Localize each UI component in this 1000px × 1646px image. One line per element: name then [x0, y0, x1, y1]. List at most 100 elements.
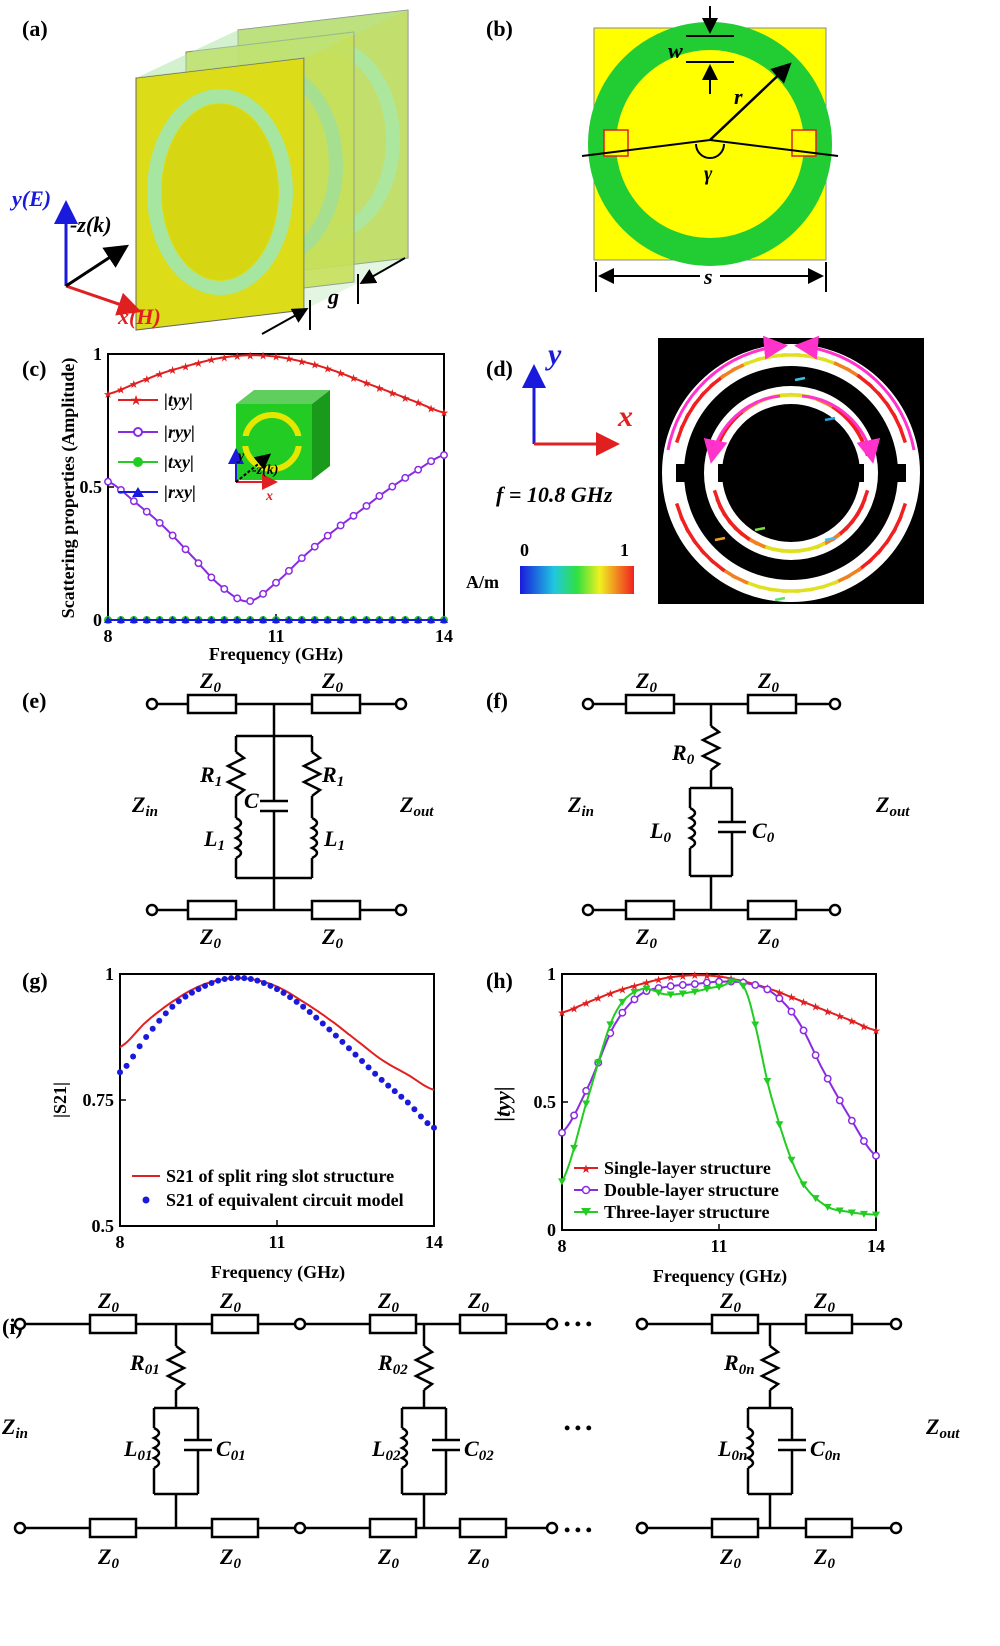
- series-point: [326, 1026, 333, 1033]
- series-point: [319, 1020, 326, 1027]
- series-point: [835, 1096, 844, 1105]
- series-point: [260, 979, 267, 986]
- chart-c-inset: y -z(k) x: [228, 390, 330, 504]
- gamma-label: γ: [704, 163, 713, 185]
- i-dots-mid: • • •: [564, 1418, 592, 1438]
- legend-g-1: S21 of split ring slot structure: [166, 1166, 394, 1186]
- r-label: r: [734, 84, 743, 109]
- series-point: ★: [194, 358, 204, 370]
- series-point: [221, 976, 228, 983]
- i-zout-sub: out: [939, 1426, 960, 1442]
- series-point: [130, 1053, 137, 1060]
- series-point: [123, 1062, 130, 1069]
- current-arrow: [897, 424, 908, 444]
- series-point: [388, 482, 397, 491]
- legend-c-1: |tyy|: [164, 390, 193, 410]
- series-point: [168, 616, 177, 623]
- series-point: [404, 1099, 411, 1106]
- current-arrow: [674, 502, 685, 522]
- legend-c-2: |ryy|: [164, 422, 195, 442]
- x-tick-label: 14: [425, 1232, 443, 1252]
- series-point: [678, 981, 687, 989]
- svg-text:Z0: Z0: [757, 924, 779, 952]
- series-point: [398, 1093, 405, 1100]
- series-point: [284, 566, 293, 575]
- series-point: [104, 616, 112, 623]
- series-point: [775, 1121, 784, 1129]
- chart-g-legend: S21 of split ring slot structure S21 of …: [132, 1166, 404, 1210]
- series-point: ★: [774, 987, 784, 999]
- svg-text:Zin: Zin: [1, 1414, 28, 1442]
- series-point: [220, 616, 229, 623]
- series-point: [247, 976, 254, 983]
- series-point: ★: [374, 383, 384, 395]
- series-point: [215, 977, 222, 984]
- series-point: ★: [426, 403, 436, 415]
- legend-c-3: |txy|: [164, 452, 194, 472]
- series-point: [702, 978, 711, 987]
- series-point: [181, 616, 190, 623]
- series-point: ★: [787, 992, 797, 1004]
- series-point: [751, 981, 760, 989]
- svg-text:Z0: Z0: [635, 668, 657, 696]
- svg-text:Zin: Zin: [131, 792, 158, 820]
- series-point: [259, 589, 268, 598]
- series-point: [297, 616, 306, 623]
- series-point: ★: [859, 1021, 869, 1033]
- series-point: [401, 473, 410, 482]
- chart-h-ylabel: |tyy|: [490, 1086, 515, 1121]
- series-point: [362, 502, 371, 510]
- svg-text:Z0: Z0: [219, 1288, 241, 1316]
- series-point: ★: [593, 993, 603, 1005]
- series-point: [310, 616, 319, 623]
- svg-text:Z0: Z0: [467, 1288, 489, 1316]
- series-point: [872, 1151, 880, 1160]
- svg-text:C0n: C0n: [810, 1436, 841, 1464]
- svg-text:R0: R0: [671, 740, 695, 768]
- series-point: [182, 993, 189, 1000]
- series-point: [666, 982, 675, 991]
- series-point: [142, 507, 151, 516]
- series-point: [272, 578, 280, 587]
- chart-g-ylabel: |S21|: [50, 1082, 70, 1118]
- f-zin-sub: in: [581, 804, 594, 820]
- series-point: [811, 1195, 820, 1203]
- series-point: ★: [823, 1006, 833, 1018]
- series-point: [787, 1007, 796, 1016]
- series-point: [241, 975, 248, 982]
- x-tick-label: 11: [267, 626, 284, 646]
- series-point: [424, 1120, 431, 1127]
- svg-text:Z0: Z0: [97, 1288, 119, 1316]
- series-point: [175, 998, 182, 1005]
- series-point: [375, 616, 384, 623]
- panel-e-label: (e): [22, 688, 46, 713]
- series-point: ★: [310, 360, 320, 372]
- series-point: [378, 1076, 385, 1083]
- series-point: ★: [103, 389, 113, 401]
- axis-z-label: -z(k): [70, 212, 112, 237]
- series-point: [162, 1010, 169, 1017]
- series-point: [194, 616, 203, 623]
- series-point: [558, 1128, 566, 1137]
- svg-text:L0: L0: [649, 818, 671, 846]
- svg-text:C0: C0: [752, 818, 775, 846]
- f-zin: Z: [567, 792, 581, 817]
- svg-text:Z0: Z0: [97, 1544, 119, 1572]
- colorbar: [520, 566, 634, 594]
- current-arrow: [794, 376, 806, 382]
- series-point: [310, 542, 319, 551]
- series-point: [116, 616, 125, 623]
- e-zin: Z: [131, 792, 145, 817]
- panel-b-label: (b): [486, 16, 513, 41]
- series-point: ★: [284, 354, 294, 366]
- series-point: [234, 974, 241, 981]
- series-point: ★: [413, 398, 423, 410]
- series-point: [823, 1074, 832, 1083]
- y-tick-label: 0: [547, 1220, 556, 1240]
- e-zin-sub: in: [145, 804, 158, 820]
- series-point: [739, 982, 748, 990]
- current-arrow: [712, 489, 723, 508]
- d-freq: f = 10.8 GHz: [496, 482, 613, 507]
